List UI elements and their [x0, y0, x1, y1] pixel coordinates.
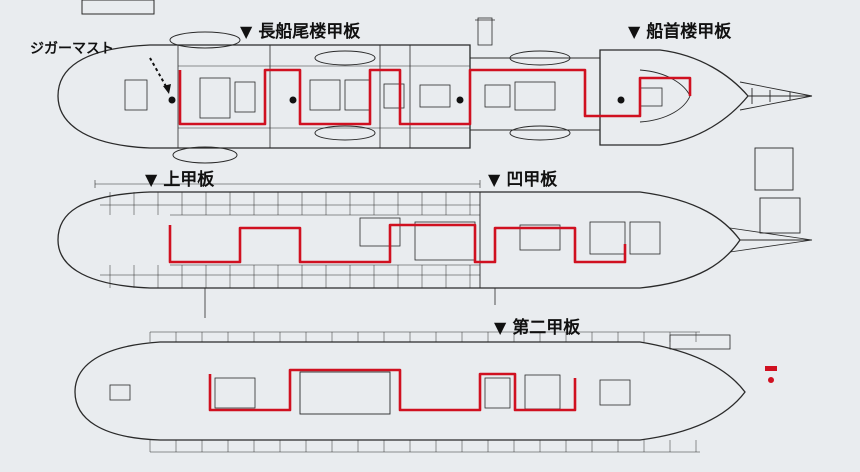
second-deck-route — [208, 368, 577, 412]
second-deck-outline — [74, 331, 746, 453]
bowsprit-icon — [739, 81, 813, 111]
lifeboat-icon — [169, 31, 571, 164]
upper-deck-route — [168, 223, 627, 264]
well-deck-label: ▼凹甲板 — [488, 170, 558, 190]
mast-position-dot-icon — [168, 96, 625, 104]
long-poop-deck-label: ▼長船尾楼甲板 — [240, 22, 361, 42]
down-triangle-icon: ▼ — [240, 22, 253, 41]
upper-deck-outline — [57, 180, 813, 289]
jigger-mast-pointer — [149, 57, 169, 91]
upper-deck-compartments — [109, 192, 471, 288]
forecastle-deck-label: ▼船首楼甲板 — [628, 22, 732, 42]
down-triangle-icon: ▼ — [145, 170, 158, 189]
down-triangle-icon: ▼ — [488, 170, 501, 189]
jigger-mast-label: ジガーマスト — [30, 41, 114, 57]
down-triangle-icon: ▼ — [628, 22, 641, 41]
second-deck-label: ▼第二甲板 — [494, 318, 581, 338]
down-triangle-icon: ▼ — [494, 318, 507, 337]
poop-deck-route — [178, 68, 692, 126]
second-deck-compartments — [149, 332, 697, 452]
route-legend — [765, 366, 777, 383]
upper-deck-label: ▼上甲板 — [145, 170, 215, 190]
